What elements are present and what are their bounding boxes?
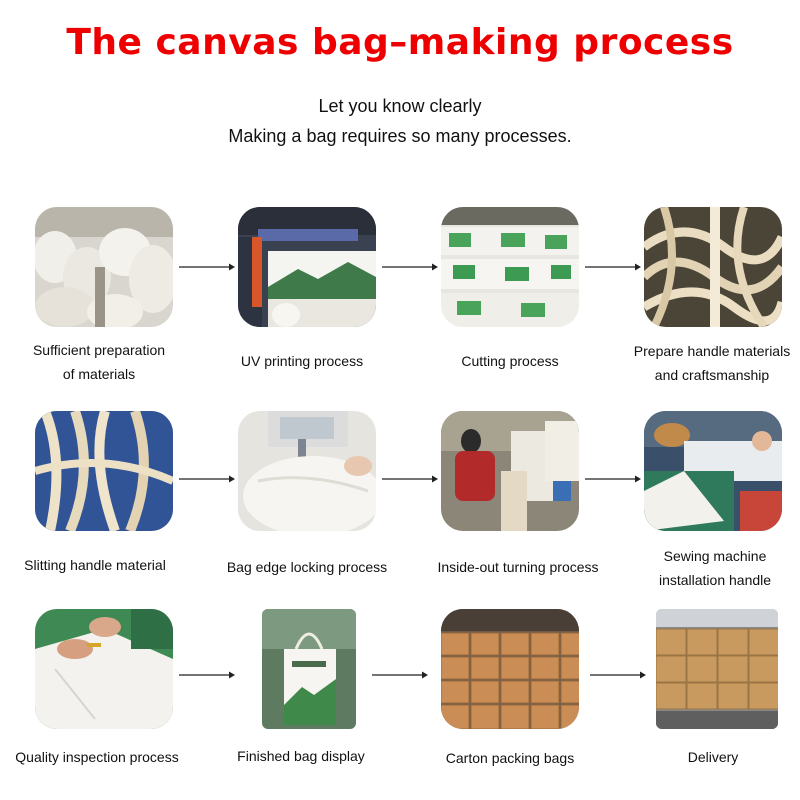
arrow-icon xyxy=(179,670,235,680)
arrow-icon xyxy=(382,474,438,484)
subtitle-line-2: Making a bag requires so many processes. xyxy=(0,126,800,147)
step-label-line: Finished bag display xyxy=(206,744,396,768)
slitting-handle-photo xyxy=(35,411,173,531)
arrow-icon xyxy=(585,474,641,484)
step-label: Delivery xyxy=(618,745,800,769)
materials-photo xyxy=(35,207,173,327)
finished-bag-photo xyxy=(262,609,356,729)
step-label-line: UV printing process xyxy=(207,349,397,373)
step-label-line: Prepare handle materials xyxy=(617,339,800,363)
step-label: Sufficient preparation of materials xyxy=(4,338,194,386)
subtitle-line-1: Let you know clearly xyxy=(0,96,800,117)
arrow-icon xyxy=(179,474,235,484)
handle-materials-photo xyxy=(644,207,782,327)
step-label: Bag edge locking process xyxy=(212,555,402,579)
step-label-line: installation handle xyxy=(620,568,800,592)
delivery-photo xyxy=(656,609,778,729)
step-label-line: Sewing machine xyxy=(620,544,800,568)
quality-inspection-photo xyxy=(35,609,173,729)
step-label: Finished bag display xyxy=(206,744,396,768)
arrow-icon xyxy=(382,262,438,272)
step-label-line: Carton packing bags xyxy=(415,746,605,770)
sewing-handle-photo xyxy=(644,411,782,531)
arrow-icon xyxy=(585,262,641,272)
edge-locking-photo xyxy=(238,411,376,531)
step-label: Sewing machine installation handle xyxy=(620,544,800,592)
inside-out-turning-photo xyxy=(441,411,579,531)
step-label: Prepare handle materials and craftsmansh… xyxy=(617,339,800,387)
step-label: Inside-out turning process xyxy=(423,555,613,579)
step-label-line: Quality inspection process xyxy=(2,745,192,769)
step-label-line: Cutting process xyxy=(415,349,605,373)
step-label: UV printing process xyxy=(207,349,397,373)
uv-printing-photo xyxy=(238,207,376,327)
carton-packing-photo xyxy=(441,609,579,729)
step-label-line: Slitting handle material xyxy=(0,553,190,577)
step-label-line: Sufficient preparation xyxy=(4,338,194,362)
step-label-line: Delivery xyxy=(618,745,800,769)
arrow-icon xyxy=(179,262,235,272)
arrow-icon xyxy=(372,670,428,680)
step-label-line: of materials xyxy=(4,362,194,386)
arrow-icon xyxy=(590,670,646,680)
step-label-line: and craftsmanship xyxy=(617,363,800,387)
cutting-photo xyxy=(441,207,579,327)
step-label: Cutting process xyxy=(415,349,605,373)
page-title: The canvas bag–making process xyxy=(0,22,800,63)
step-label: Slitting handle material xyxy=(0,553,190,577)
step-label: Quality inspection process xyxy=(2,745,192,769)
step-label-line: Inside-out turning process xyxy=(423,555,613,579)
step-label: Carton packing bags xyxy=(415,746,605,770)
step-label-line: Bag edge locking process xyxy=(212,555,402,579)
